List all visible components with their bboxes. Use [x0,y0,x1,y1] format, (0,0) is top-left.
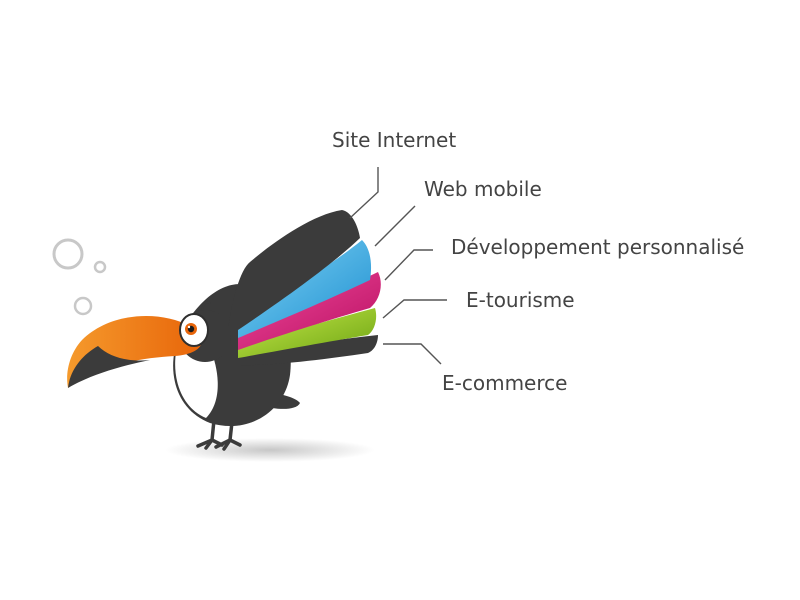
head-tuft [201,301,211,311]
wing-feather-web-mobile [238,240,372,338]
leader-line-developpement [384,249,433,281]
label-e-commerce[interactable]: E-commerce [442,371,568,395]
leader-lines [349,167,447,365]
toucan-beak-tip [68,346,150,388]
wing-feather-site-internet [228,210,360,330]
label-site-internet[interactable]: Site Internet [332,128,457,152]
wing-feather-etourisme [238,308,377,358]
leader-line-ecommerce [383,343,442,365]
bubble-large [52,238,84,270]
leader-line-site-internet [349,167,379,219]
bubble-small [93,260,107,274]
wing-feather-ecommerce [238,335,378,366]
leader-line-web-mobile [374,205,416,247]
toucan-eye [179,313,209,347]
label-e-tourisme[interactable]: E-tourisme [466,288,575,312]
leader-line-etourisme [382,299,447,319]
ground-shadow [165,438,375,462]
bubble-medium [73,296,93,316]
label-web-mobile[interactable]: Web mobile [424,177,542,201]
label-developpement-personnalise[interactable]: Développement personnalisé [451,235,745,259]
